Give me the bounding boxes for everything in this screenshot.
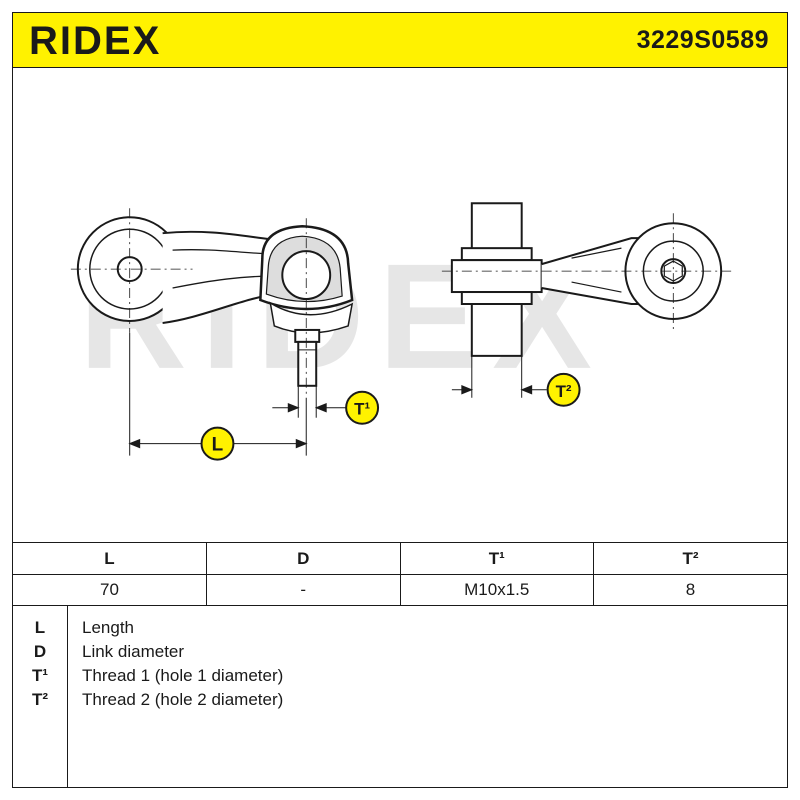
right-view-link	[450, 202, 723, 357]
spec-table: L D T¹ T² 70 - M10x1.5 8	[13, 542, 787, 606]
spec-value-cell: 70	[13, 574, 207, 606]
spec-header-cell: T¹	[399, 542, 594, 575]
legend-item: T¹ Thread 1 (hole 1 diameter)	[13, 666, 787, 690]
legend-item: T² Thread 2 (hole 2 diameter)	[13, 690, 787, 714]
legend-text: Length	[82, 618, 134, 637]
header-bar: RIDEX 3229S0589	[13, 13, 787, 68]
spec-value-cell: -	[206, 574, 401, 606]
legend-item: L Length	[13, 618, 787, 642]
callout-T1-label: T¹	[354, 400, 370, 419]
legend-key: L	[34, 618, 46, 637]
callout-T1: T¹	[345, 390, 380, 425]
technical-drawing: RIDEX	[70, 202, 732, 461]
callout-T2-label: T²	[556, 382, 572, 401]
part-number: 3229S0589	[636, 26, 769, 54]
legend-divider	[67, 606, 68, 787]
spec-header-row: L D T¹ T²	[13, 542, 787, 575]
callout-T2: T²	[546, 372, 581, 407]
spec-value-cell: 8	[593, 574, 787, 606]
legend-key: T¹	[31, 666, 49, 685]
spec-value-cell: M10x1.5	[399, 574, 594, 606]
left-view-link	[76, 216, 354, 387]
spec-header-cell: L	[13, 542, 207, 575]
spec-header-cell: T²	[593, 542, 787, 575]
legend-text: Thread 1 (hole 1 diameter)	[82, 666, 284, 685]
spec-header-cell: D	[206, 542, 401, 575]
legend: L Length D Link diameter T¹ Thread 1 (ho…	[13, 606, 787, 787]
spec-value-row: 70 - M10x1.5 8	[13, 574, 787, 606]
callout-L-label: L	[212, 435, 224, 456]
legend-item: D Link diameter	[13, 642, 787, 666]
legend-text: Link diameter	[82, 642, 185, 661]
legend-text: Thread 2 (hole 2 diameter)	[82, 690, 284, 709]
callout-L: L	[200, 426, 235, 461]
datasheet: RIDEX 3229S0589 RIDEX	[12, 12, 788, 788]
legend-key: T²	[31, 690, 49, 709]
dimension-lines	[128, 332, 547, 456]
ridex-logo: RIDEX	[29, 19, 161, 61]
legend-key: D	[33, 642, 47, 661]
ridex-logo-text: RIDEX	[29, 19, 161, 61]
